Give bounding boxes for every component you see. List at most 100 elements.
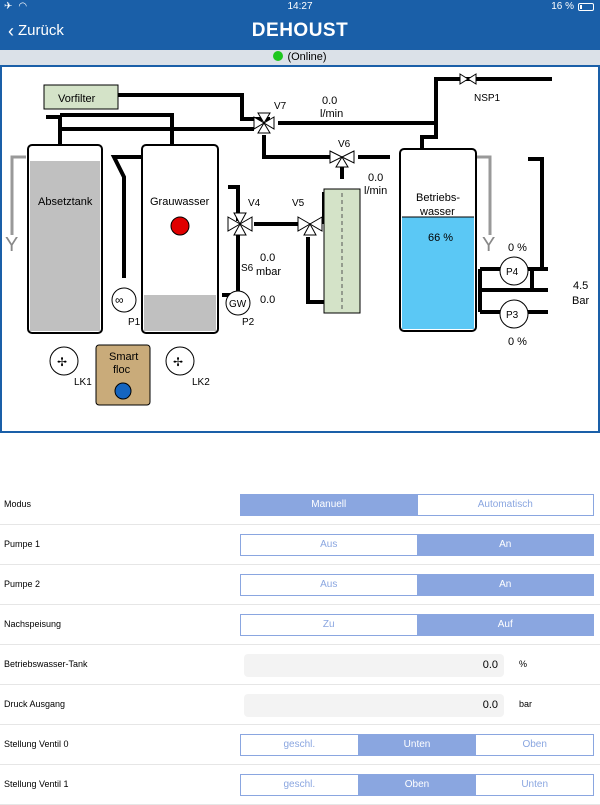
ventil1-option-2[interactable]: Unten bbox=[476, 775, 594, 795]
absetztank-fill bbox=[30, 161, 100, 331]
betriebswasser-fill bbox=[402, 217, 474, 329]
back-label: Zurück bbox=[18, 22, 64, 39]
p3-value: 0 % bbox=[508, 336, 527, 348]
back-button[interactable]: ‹ Zurück bbox=[8, 20, 64, 41]
v7-label: V7 bbox=[274, 101, 287, 112]
modus-option-0[interactable]: Manuell bbox=[241, 495, 418, 515]
pumpe2-option-1[interactable]: An bbox=[417, 575, 593, 595]
brand-logo: DEHOUST bbox=[251, 20, 349, 41]
gw-label: GW bbox=[229, 299, 247, 310]
ventil0-option-2[interactable]: Oben bbox=[476, 735, 594, 755]
fan-lk2-symbol: ✢ bbox=[173, 355, 183, 369]
druck-label: Druck Ausgang bbox=[4, 699, 66, 709]
alarm-indicator-icon bbox=[170, 216, 190, 236]
smartfloc-indicator-icon bbox=[114, 382, 132, 400]
row-druck: Druck Ausgang 0.0 bar bbox=[0, 685, 600, 725]
process-diagram: Y Y Vorfilter Absetztank Grauwasser Betr… bbox=[0, 65, 600, 433]
drain-icon-right: Y bbox=[482, 234, 495, 256]
grauwasser-label: Grauwasser bbox=[150, 196, 210, 208]
pump-p1-symbol: ∞ bbox=[115, 293, 124, 307]
nsp1-label: NSP1 bbox=[474, 93, 501, 104]
out-unit: Bar bbox=[572, 295, 589, 307]
modus-option-1[interactable]: Automatisch bbox=[417, 495, 593, 515]
fan-lk1-symbol: ✢ bbox=[57, 355, 67, 369]
pumpe1-label: Pumpe 1 bbox=[4, 539, 41, 549]
valve-v5-icon bbox=[297, 216, 311, 232]
ventil1-option-1[interactable]: Oben bbox=[358, 775, 477, 795]
ventil0-label: Stellung Ventil 0 bbox=[4, 739, 69, 749]
chevron-left-icon: ‹ bbox=[8, 20, 14, 41]
betriebswasser-label-1: Betriebs- bbox=[416, 192, 460, 204]
tank-value-field[interactable]: 0.0 bbox=[244, 654, 504, 677]
status-icons: ✈ ◠ bbox=[4, 1, 27, 12]
diagram-canvas: Y Y Vorfilter Absetztank Grauwasser Betr… bbox=[5, 73, 589, 406]
ventil0-option-0[interactable]: geschl. bbox=[241, 735, 359, 755]
tank-unit: % bbox=[519, 659, 528, 669]
pump-p1-icon bbox=[111, 287, 137, 313]
row-tank: Betriebswasser-Tank 0.0 % bbox=[0, 645, 600, 685]
valve-nsp1-icon bbox=[459, 73, 469, 85]
pump-p3-icon bbox=[499, 299, 529, 329]
smartfloc-label-1: Smart bbox=[109, 351, 138, 363]
battery-icon bbox=[578, 2, 594, 11]
nachspeisung-option-0[interactable]: Zu bbox=[241, 615, 418, 635]
drain-icon-left: Y bbox=[5, 234, 18, 256]
pressure-unit: mbar bbox=[256, 266, 281, 278]
valve-v4-icon bbox=[227, 216, 241, 232]
fan-lk1-icon bbox=[49, 346, 79, 376]
flow2-value: 0.0 bbox=[368, 172, 383, 184]
connection-bar: (Online) bbox=[0, 50, 600, 65]
ventil1-option-0[interactable]: geschl. bbox=[241, 775, 359, 795]
flow1-unit: l/min bbox=[320, 108, 343, 120]
pump-p4-icon bbox=[499, 256, 529, 286]
modus-label: Modus bbox=[4, 499, 32, 509]
vorfilter-label: Vorfilter bbox=[58, 93, 96, 105]
gw-value: 0.0 bbox=[260, 294, 275, 306]
valve-v7-icon bbox=[253, 116, 265, 130]
clock: 14:27 bbox=[287, 1, 313, 12]
battery-percent: 16 % bbox=[551, 1, 574, 12]
smartfloc-unit bbox=[95, 344, 151, 406]
pressure-value: 0.0 bbox=[260, 252, 275, 264]
nachspeisung-option-1[interactable]: Auf bbox=[417, 615, 593, 635]
pumpe1-option-0[interactable]: Aus bbox=[241, 535, 418, 555]
druck-unit: bar bbox=[519, 699, 533, 709]
vorfilter-box bbox=[43, 84, 119, 110]
overflow-pipes bbox=[10, 155, 492, 235]
p1-label: P1 bbox=[128, 317, 141, 328]
ventil0-option-1[interactable]: Unten bbox=[358, 735, 477, 755]
tank-label: Betriebswasser-Tank bbox=[4, 659, 88, 669]
v5-label: V5 bbox=[292, 198, 305, 209]
status-bar: ✈ ◠ 14:27 16 % bbox=[0, 0, 600, 14]
nav-bar: ✈ ◠ 14:27 16 % ‹ Zurück DEHOUST bbox=[0, 0, 600, 50]
absetztank-label: Absetztank bbox=[38, 196, 93, 208]
out-value: 4.5 bbox=[573, 280, 588, 292]
pumpe1-option-1[interactable]: An bbox=[417, 535, 593, 555]
druck-value-field[interactable]: 0.0 bbox=[244, 694, 504, 717]
online-indicator-icon bbox=[273, 51, 284, 61]
v4-label: V4 bbox=[248, 198, 261, 209]
p4-value: 0 % bbox=[508, 242, 527, 254]
p3-label: P3 bbox=[506, 310, 519, 321]
valve-v6-icon bbox=[329, 150, 344, 164]
wifi-icon: ◠ bbox=[18, 1, 28, 12]
ventil1-label: Stellung Ventil 1 bbox=[4, 779, 69, 789]
pumpe2-label: Pumpe 2 bbox=[4, 579, 41, 589]
airplane-icon: ✈ bbox=[4, 1, 13, 12]
betriebswasser-label-2: wasser bbox=[419, 206, 455, 218]
pumpe2-option-0[interactable]: Aus bbox=[241, 575, 418, 595]
fan-lk2-icon bbox=[165, 346, 195, 376]
flow1-value: 0.0 bbox=[322, 95, 337, 107]
